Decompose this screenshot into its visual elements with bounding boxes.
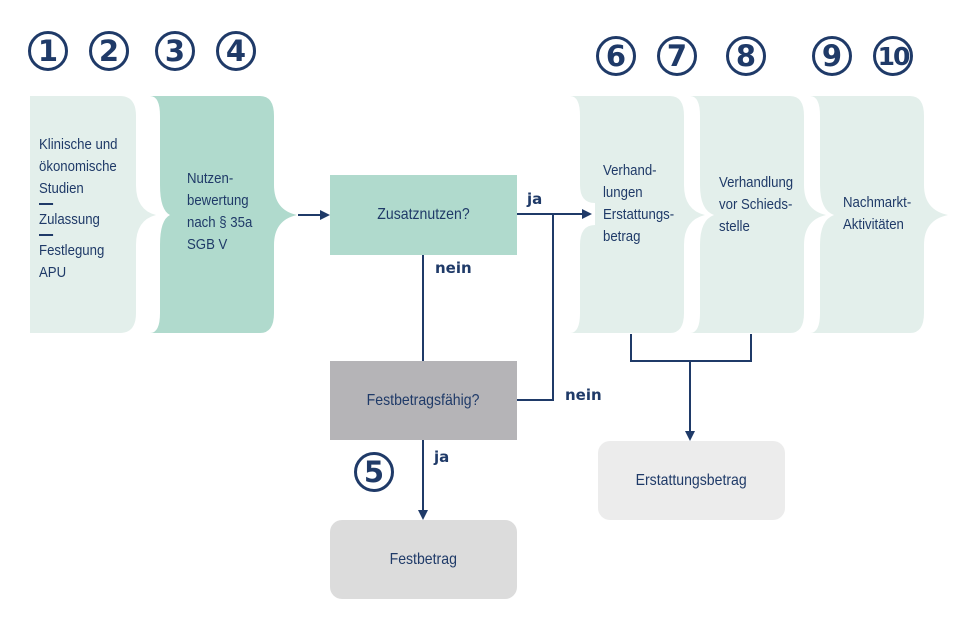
outcome-fixed-price: Festbetrag bbox=[330, 520, 517, 599]
studies-line-1: Klinische und bbox=[39, 136, 118, 153]
step-3-badge: 3 bbox=[155, 31, 195, 71]
text-line: lungen bbox=[603, 184, 643, 201]
studies-text: Klinische und ökonomische Studien Zulass… bbox=[39, 134, 118, 284]
step-2-badge: 2 bbox=[89, 31, 129, 71]
text-line: Nutzen- bbox=[187, 170, 234, 187]
step-4-badge: 4 bbox=[216, 31, 256, 71]
text-line: Verhand- bbox=[603, 162, 657, 179]
text-line: vor Schieds- bbox=[719, 196, 793, 213]
edge-label-no-added-benefit: nein bbox=[435, 259, 472, 277]
text-line: bewertung bbox=[187, 192, 249, 209]
decision-added-benefit-box bbox=[330, 175, 517, 255]
text-line: Aktivitäten bbox=[843, 216, 904, 233]
step-1-badge: 1 bbox=[28, 31, 68, 71]
brace-benefit-assessment bbox=[150, 96, 297, 333]
text-line: stelle bbox=[719, 218, 750, 235]
divider bbox=[39, 234, 54, 236]
outcome-reimbursement-label: Erstattungsbetrag bbox=[635, 471, 748, 489]
price-setting-line-1: Festlegung bbox=[39, 242, 105, 259]
step-6-badge: 6 bbox=[596, 36, 636, 76]
approval-label: Zulassung bbox=[39, 211, 100, 228]
connector-not-fixed-price bbox=[517, 214, 554, 401]
brace-studies bbox=[30, 96, 156, 333]
text-line: nach § 35a bbox=[187, 214, 253, 231]
step-5-badge: 5 bbox=[354, 452, 394, 492]
text-line: SGB V bbox=[187, 236, 228, 253]
step-10-badge: 10 bbox=[873, 36, 913, 76]
brace-negotiations bbox=[570, 96, 705, 333]
decision-added-benefit: Zusatznutzen? bbox=[330, 175, 517, 255]
arbitration-text: Verhandlung vor Schieds- stelle bbox=[719, 172, 793, 238]
edge-label-yes-added-benefit: ja bbox=[527, 190, 543, 208]
step-8-badge: 8 bbox=[726, 36, 766, 76]
edge-label-no-fixed-price: nein bbox=[565, 386, 602, 404]
decision-fixed-price-box bbox=[330, 361, 517, 440]
text-line: Nachmarkt- bbox=[843, 194, 912, 211]
connector-negotiation-bracket bbox=[630, 334, 752, 362]
post-market-text: Nachmarkt- Aktivitäten bbox=[843, 192, 911, 236]
brace-arbitration bbox=[690, 96, 826, 333]
studies-line-3: Studien bbox=[39, 180, 84, 197]
price-setting-line-2: APU bbox=[39, 264, 67, 281]
text-line: Erstattungs- bbox=[603, 206, 675, 223]
brace-post-market bbox=[810, 96, 948, 333]
outcome-fixed-price-box bbox=[330, 520, 517, 599]
text-line: Verhandlung bbox=[719, 174, 794, 191]
outcome-reimbursement: Erstattungsbetrag bbox=[598, 441, 785, 520]
outcome-fixed-price-label: Festbetrag bbox=[389, 550, 458, 568]
text-line: betrag bbox=[603, 228, 641, 245]
divider bbox=[39, 203, 54, 205]
edge-label-yes-fixed-price: ja bbox=[434, 448, 450, 466]
decision-fixed-price: Festbetragsfähig? bbox=[330, 361, 517, 440]
studies-line-2: ökonomische bbox=[39, 158, 117, 175]
decision-fixed-price-label: Festbetragsfähig? bbox=[367, 391, 480, 409]
outcome-reimbursement-box bbox=[598, 441, 785, 520]
negotiations-text: Verhand- lungen Erstattungs- betrag bbox=[603, 160, 674, 248]
step-9-badge: 9 bbox=[812, 36, 852, 76]
benefit-assessment-text: Nutzen- bewertung nach § 35a SGB V bbox=[187, 168, 252, 256]
step-7-badge: 7 bbox=[657, 36, 697, 76]
decision-added-benefit-label: Zusatznutzen? bbox=[377, 206, 470, 223]
